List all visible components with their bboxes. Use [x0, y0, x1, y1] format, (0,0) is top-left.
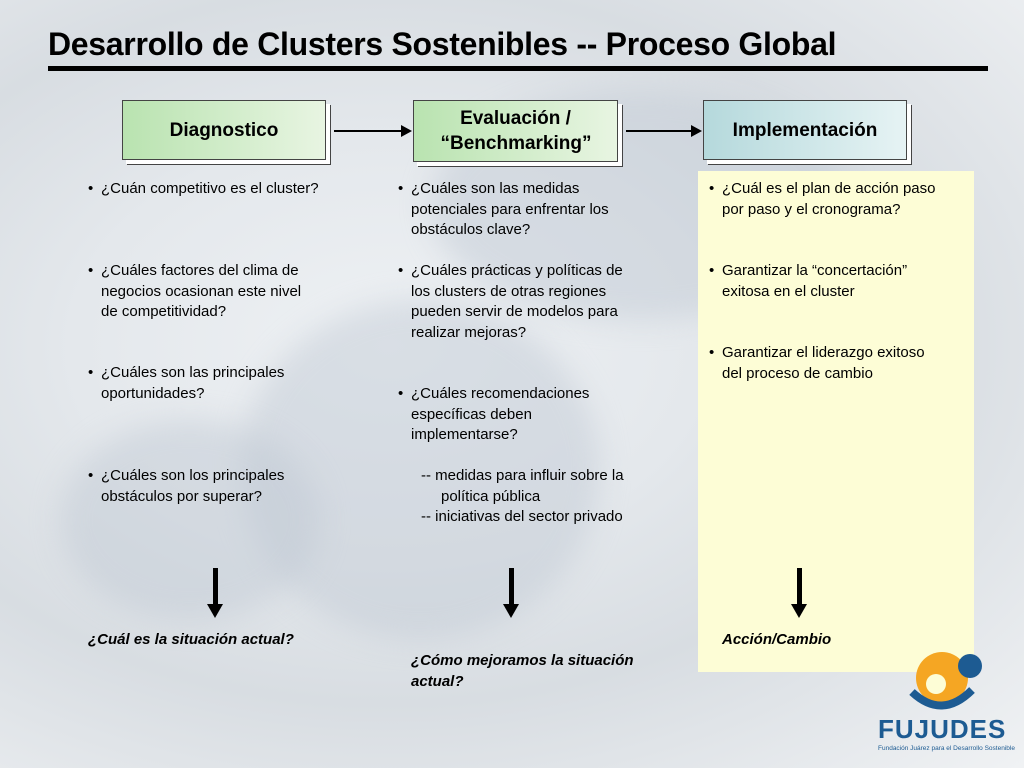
down-arrow-2: [503, 568, 519, 618]
down-arrow-3: [791, 568, 807, 618]
col3-item-2: Garantizar la “concertación”exitosa en e…: [709, 261, 984, 302]
stage-evaluacion-label: Evaluación / “Benchmarking”: [440, 108, 592, 154]
background-shape: [60, 420, 320, 620]
fujudes-logo-icon: [909, 652, 982, 710]
col1-question: ¿Cuál es la situación actual?: [88, 631, 294, 648]
stage-evaluacion: Evaluación / “Benchmarking”: [413, 100, 618, 162]
col2-item-2: ¿Cuáles prácticas y políticas delos clus…: [398, 261, 701, 343]
flow-arrow-2: [626, 125, 702, 137]
col1-item-1: ¿Cuán competitivo es el cluster?: [88, 179, 391, 200]
logo-name: FUJUDES: [878, 714, 1007, 744]
col2-subitem-2: -- iniciativas del sector privado: [421, 508, 623, 525]
down-arrow-1: [207, 568, 223, 618]
logo-subtitle: Fundación Juárez para el Desarrollo Sost…: [878, 745, 1015, 752]
flow-arrow-1: [334, 125, 412, 137]
slide-title: Desarrollo de Clusters Sostenibles -- Pr…: [48, 26, 837, 62]
stage-diagnostico: Diagnostico: [122, 100, 326, 160]
title-underline: [48, 66, 988, 71]
stage-implementacion: Implementación: [703, 100, 907, 160]
implementation-panel: [698, 171, 974, 672]
col3-question: Acción/Cambio: [722, 631, 832, 648]
col1-item-3: ¿Cuáles son las principalesoportunidades…: [88, 363, 391, 404]
